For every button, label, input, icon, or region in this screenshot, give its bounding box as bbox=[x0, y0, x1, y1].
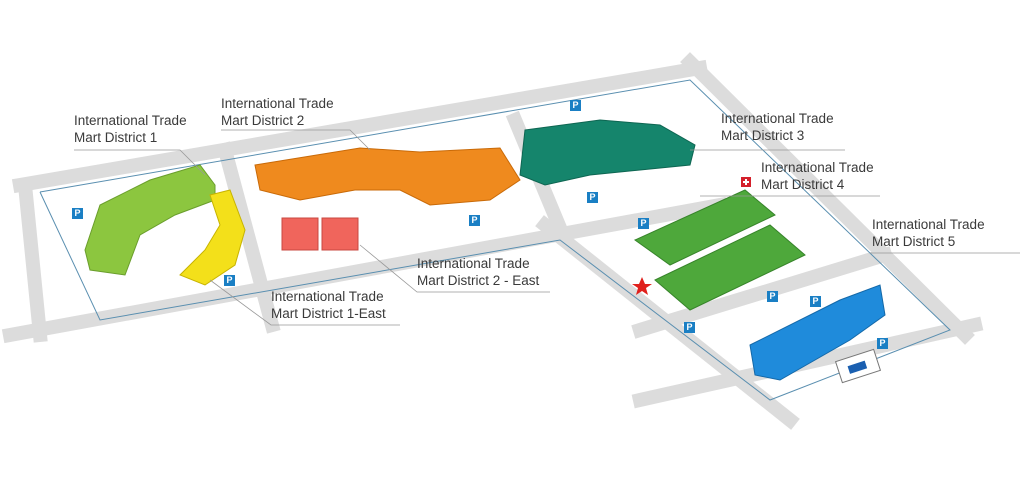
road-d1-d2 bbox=[216, 141, 281, 334]
district-2-east-building[interactable] bbox=[281, 217, 359, 251]
parking-icon: P bbox=[810, 296, 821, 307]
district-1-east-building[interactable] bbox=[179, 189, 246, 286]
district-2-label: International Trade Mart District 2 bbox=[221, 96, 334, 128]
parking-icon: P bbox=[72, 208, 83, 219]
district-5-label: International Trade Mart District 5 bbox=[872, 217, 985, 249]
bus-stop-icon bbox=[834, 348, 882, 384]
label-leader-lines bbox=[74, 129, 1020, 326]
parking-icon: P bbox=[587, 192, 598, 203]
district-2-east-label: International Trade Mart District 2 - Ea… bbox=[417, 256, 540, 288]
district-4-label: International Trade Mart District 4 bbox=[761, 160, 874, 192]
district-1-east-label: International Trade Mart District 1-East bbox=[271, 289, 386, 321]
parking-icon: P bbox=[638, 218, 649, 229]
parking-icon: P bbox=[469, 215, 480, 226]
parking-icon: P bbox=[570, 100, 581, 111]
road-mid bbox=[631, 246, 894, 339]
district-1-building[interactable] bbox=[84, 164, 216, 276]
road-west bbox=[17, 177, 48, 343]
parking-icon: P bbox=[684, 322, 695, 333]
landmark-star-icon bbox=[632, 277, 652, 295]
district-4-building[interactable] bbox=[634, 189, 806, 311]
boundary-lines bbox=[39, 79, 951, 401]
parking-icon: P bbox=[877, 338, 888, 349]
district-3-label: International Trade Mart District 3 bbox=[721, 111, 834, 143]
road-east bbox=[680, 52, 975, 345]
road-south-west bbox=[1, 196, 729, 344]
parking-icon: P bbox=[767, 291, 778, 302]
first-aid-icon bbox=[741, 177, 751, 187]
district-3-building[interactable] bbox=[519, 119, 696, 186]
district-2-building[interactable] bbox=[254, 147, 521, 206]
parking-icon: P bbox=[224, 275, 235, 286]
district-1-label: International Trade Mart District 1 bbox=[74, 113, 187, 145]
road-north bbox=[11, 59, 709, 194]
district-5-building[interactable] bbox=[749, 284, 886, 381]
